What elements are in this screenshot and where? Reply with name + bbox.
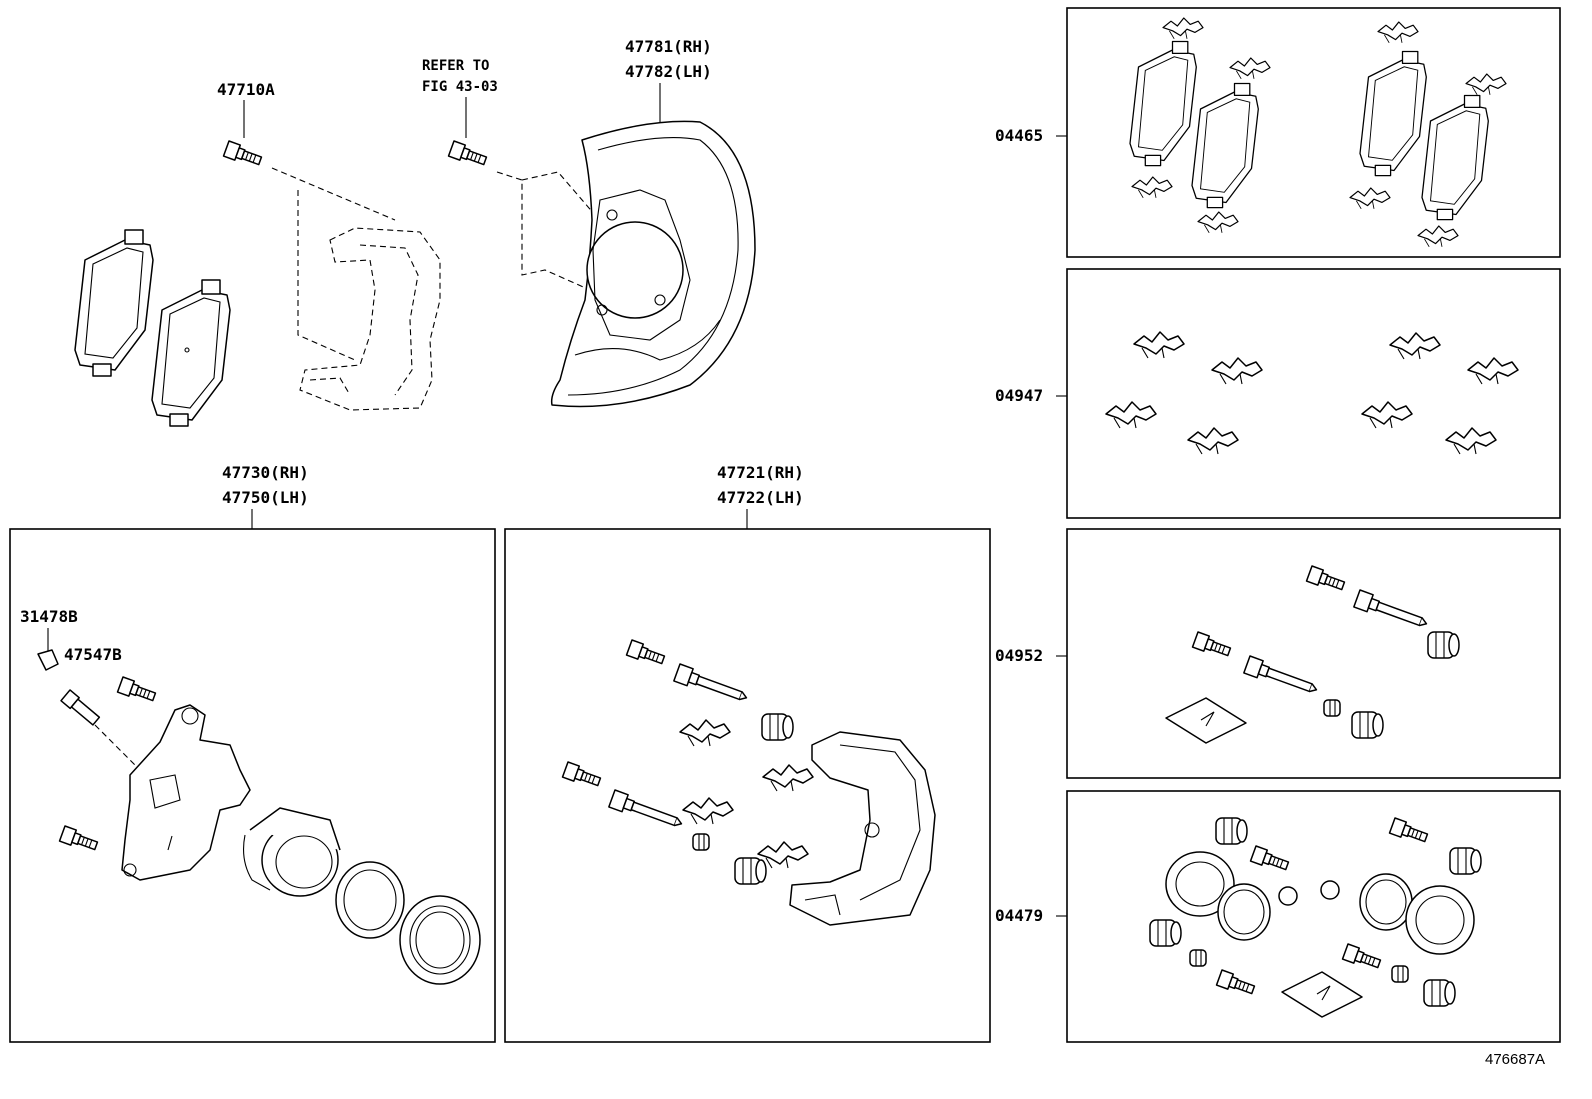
refer-to-line1: REFER TO (422, 58, 489, 74)
mount-shim-2-icon (762, 764, 814, 792)
torque-plate-dashed-icon (299, 227, 441, 411)
mount-bolt-upper-icon (625, 639, 667, 669)
label-04947: 04947 (995, 386, 1043, 405)
label-47721-rh: 47721(RH) (717, 463, 804, 482)
label-47730-rh: 47730(RH) (222, 463, 309, 482)
shield-bolt-icon (447, 140, 489, 170)
mounting-assembly-box (504, 528, 991, 1043)
piston-seal-icon (335, 861, 405, 939)
bolt-47710a-label-group: 47710A (217, 80, 275, 138)
label-47722-lh: 47722(LH) (717, 488, 804, 507)
kit-04465-contents (1129, 17, 1507, 248)
caliper-mounting-bracket-icon (789, 731, 936, 926)
kit-04465-box (1066, 7, 1561, 258)
label-04465: 04465 (995, 126, 1043, 145)
refer-to-line2: FIG 43-03 (422, 79, 498, 95)
kit-04947-contents (1105, 331, 1519, 455)
mount-bolt-lower-icon (561, 761, 603, 791)
guide-pin-upper-icon (673, 663, 751, 707)
caliper-bolt-lower-icon (58, 825, 100, 855)
figure-number: 476687A (1485, 1051, 1545, 1068)
label-47781-rh: 47781(RH) (625, 37, 712, 56)
kit-04947-box (1066, 268, 1561, 519)
dust-shield-icon (550, 120, 756, 408)
caliper-body-icon (121, 704, 251, 881)
caliper-piston-icon (243, 807, 341, 897)
piston-boot-icon (399, 895, 481, 985)
bleeder-cap-icon (37, 649, 59, 671)
pin-boot-upper-icon (761, 713, 794, 741)
mounting-bolt-icon (222, 140, 264, 170)
kit-04952-box (1066, 528, 1561, 779)
guide-pin-lower-icon (608, 789, 686, 833)
label-47750-lh: 47750(LH) (222, 488, 309, 507)
bleeder-plug-icon (60, 689, 101, 726)
kit-04479-contents (1149, 817, 1482, 1018)
brake-pad-outer-icon (74, 229, 154, 377)
caliper-bolt-upper-icon (116, 676, 158, 706)
kit-04479-box (1066, 790, 1561, 1043)
label-31478b: 31478B (20, 607, 78, 626)
label-47710a: 47710A (217, 80, 275, 99)
brake-pad-inner-icon (151, 279, 231, 427)
kit-04952-contents (1165, 565, 1460, 744)
label-47547b: 47547B (64, 645, 122, 664)
pin-bushing-icon (692, 833, 710, 851)
mount-shim-3-icon (682, 797, 734, 825)
label-04952: 04952 (995, 646, 1043, 665)
mount-shim-1-icon (679, 719, 731, 747)
label-47782-lh: 47782(LH) (625, 62, 712, 81)
pin-boot-lower-icon (734, 857, 767, 885)
caliper-assembly-box (9, 528, 496, 1043)
label-04479: 04479 (995, 906, 1043, 925)
